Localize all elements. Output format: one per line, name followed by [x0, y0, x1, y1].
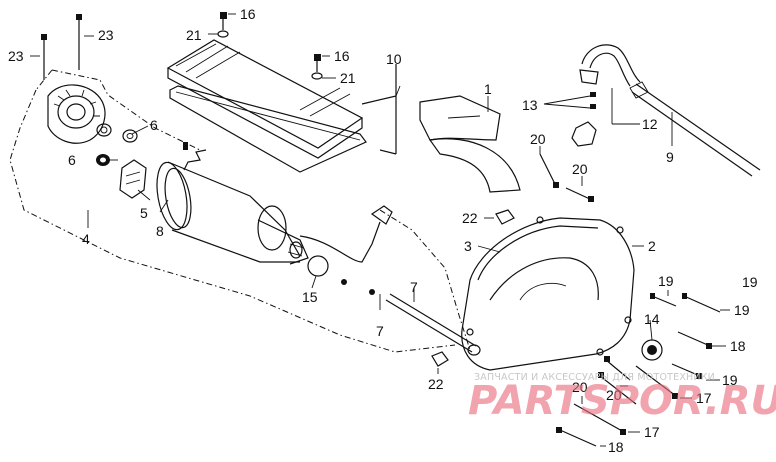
watermark-brand: PARTSPOR.RU — [468, 378, 776, 424]
plug-14 — [641, 339, 663, 361]
bolt-23-left — [41, 34, 47, 80]
assembly-outline-right — [379, 209, 471, 351]
bolt-18-upper — [677, 331, 712, 349]
pulley-housing — [47, 84, 138, 166]
callout-23-left: 23 — [8, 48, 24, 64]
callout-21-mid: 21 — [340, 70, 356, 86]
callout-19-top: 19 — [658, 273, 674, 289]
bolt-20-a — [539, 153, 559, 188]
wire-connector — [370, 205, 393, 225]
callout-19-right-b: 19 — [722, 372, 738, 388]
callout-7-lower: 7 — [376, 323, 384, 339]
callout-17-right: 17 — [696, 390, 712, 406]
bolt-20-b — [565, 187, 594, 202]
callout-6-upper: 6 — [150, 117, 158, 133]
assembly-outline-left — [9, 69, 456, 353]
callout-20-b: 20 — [572, 161, 588, 177]
bracket-5 — [119, 159, 147, 199]
screw-16-mid — [311, 54, 323, 80]
callout-1: 1 — [484, 81, 492, 97]
bolt-17-lower — [573, 403, 626, 435]
callout-18-lower: 18 — [608, 439, 624, 455]
callout-16-top: 16 — [240, 6, 256, 22]
callout-19-extra: 19 — [742, 274, 758, 290]
bolt-19-c — [671, 363, 702, 379]
bolt-17-right — [635, 365, 678, 399]
callout-6-lower: 6 — [68, 152, 76, 168]
callout-18-right: 18 — [730, 338, 746, 354]
callout-8: 8 — [156, 223, 164, 239]
nut-22-upper — [495, 209, 515, 225]
watermark: ЗАПЧАСТИ И АКСЕССУАРЫ ДЛЯ МОТОТЕХНИКИ PA… — [468, 372, 776, 424]
callout-2: 2 — [648, 238, 656, 254]
wire-lead — [299, 221, 381, 263]
callout-20-a: 20 — [530, 131, 546, 147]
bolt-23-right — [76, 14, 82, 70]
callout-4: 4 — [82, 231, 90, 247]
callout-5: 5 — [140, 205, 148, 221]
callout-19-right-a: 19 — [734, 302, 750, 318]
callout-16-mid: 16 — [334, 48, 350, 64]
nut-22-lower — [431, 351, 449, 367]
callout-17-lower: 17 — [644, 424, 660, 440]
callout-20-lower-b: 20 — [606, 387, 622, 403]
rod-7 — [341, 279, 481, 356]
callout-20-lower-a: 20 — [572, 379, 588, 395]
screw-16-top — [217, 12, 229, 38]
callout-7-upper: 7 — [410, 279, 418, 295]
callout-14: 14 — [644, 311, 660, 327]
callout-15: 15 — [302, 289, 318, 305]
leader-10 — [361, 64, 397, 155]
seal-15 — [307, 255, 329, 277]
callout-13: 13 — [522, 97, 538, 113]
callout-23-right: 23 — [98, 27, 114, 43]
callout-22-upper: 22 — [462, 210, 478, 226]
callout-12: 12 — [642, 116, 658, 132]
bolt-18-lower — [556, 427, 597, 447]
cooling-shroud — [419, 95, 521, 193]
bolt-20-lower-b — [598, 372, 637, 405]
callout-10: 10 — [386, 51, 402, 67]
callout-9: 9 — [666, 149, 674, 165]
callout-22-lower: 22 — [428, 376, 444, 392]
leader-lines — [30, 13, 730, 447]
pipe-assembly — [571, 44, 761, 177]
callout-numbers: 23 23 21 16 16 21 10 1 13 12 9 20 20 22 … — [8, 6, 758, 455]
air-cleaner-cover — [166, 39, 367, 173]
bolt-19-a — [650, 293, 677, 307]
callout-3: 3 — [464, 238, 472, 254]
bolt-20-lower-a — [604, 356, 631, 381]
bolt-19-b — [682, 293, 721, 313]
intake-tube-assembly — [156, 142, 309, 265]
callout-21-top: 21 — [186, 27, 202, 43]
watermark-tagline: ЗАПЧАСТИ И АКСЕССУАРЫ ДЛЯ МОТОТЕХНИКИ — [474, 372, 715, 383]
crankcase-cover — [461, 216, 635, 371]
